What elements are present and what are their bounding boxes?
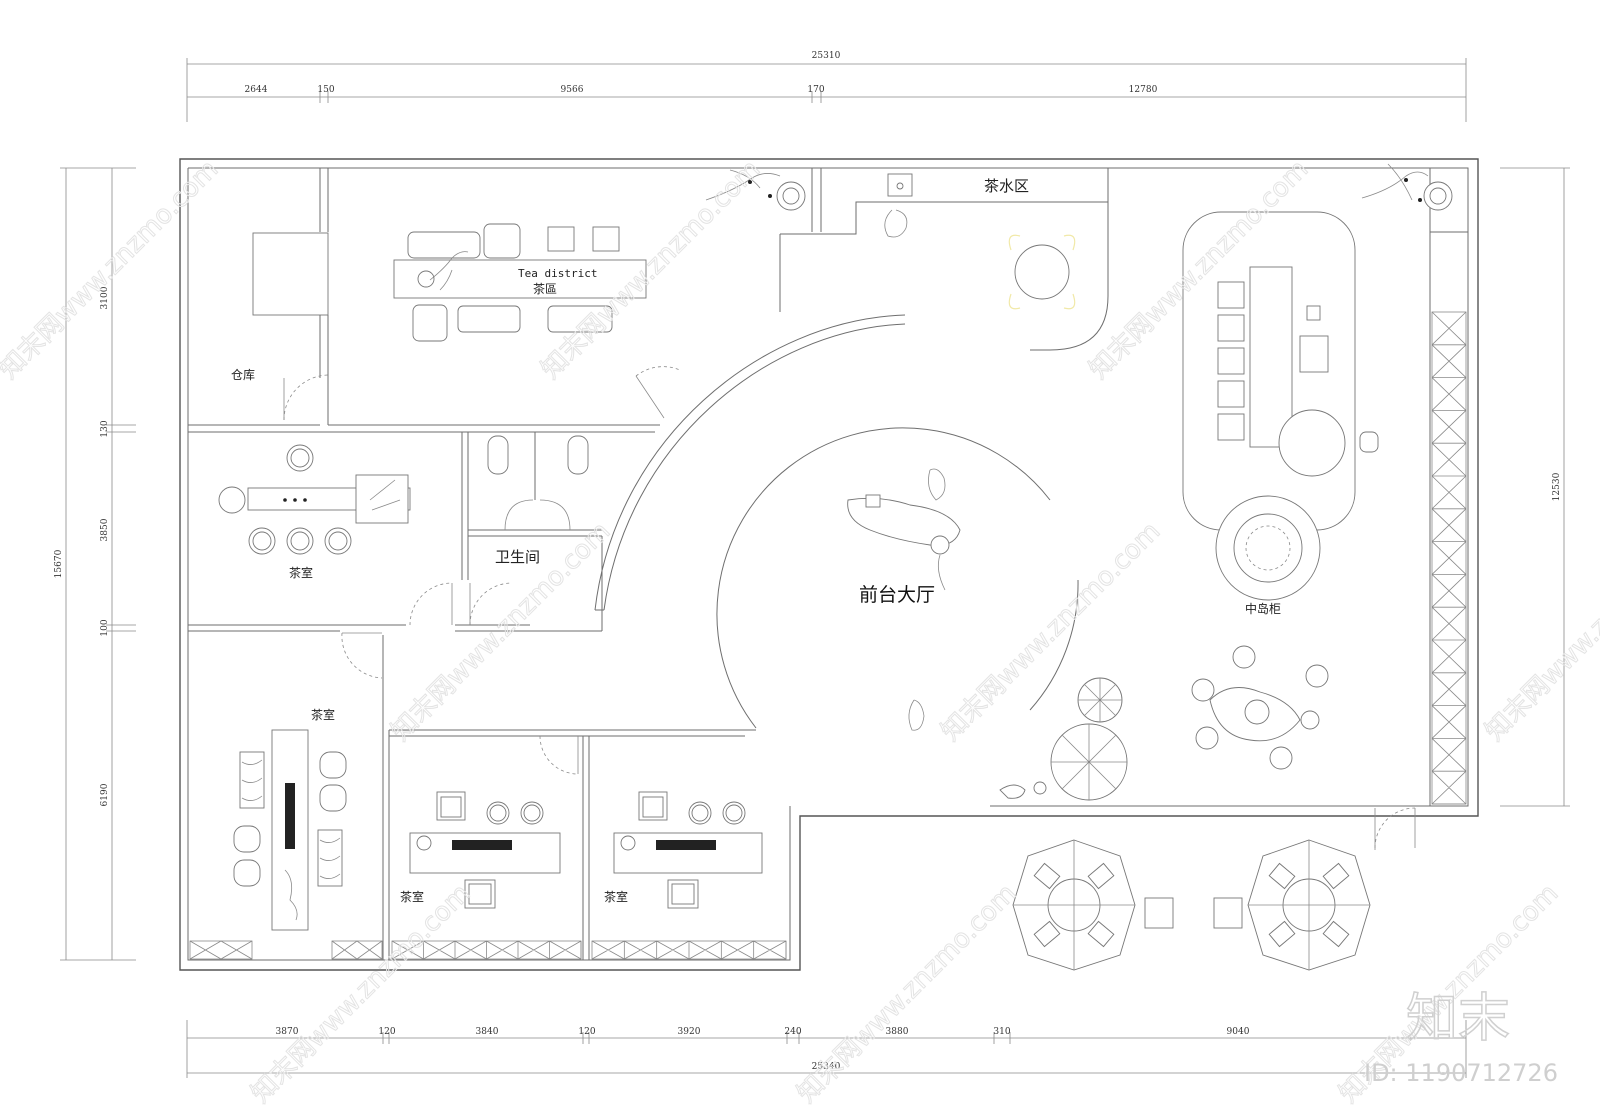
dim-bottom-2: 120: [378, 1027, 395, 1037]
label-tea-room-a: 茶室: [289, 565, 313, 580]
dim-left-3: 3850: [100, 518, 110, 541]
right-display-furniture: [1182, 211, 1379, 601]
dim-left-2: 130: [100, 420, 110, 437]
corner-plants: [705, 163, 1453, 211]
lobby-circle: [716, 427, 1079, 729]
watermark-logo: 知末: [1406, 989, 1510, 1049]
curved-wall: [594, 314, 906, 611]
dim-left-5: 6190: [100, 783, 110, 806]
label-tea-water-area: 茶水区: [984, 177, 1029, 195]
label-lobby: 前台大厅: [859, 584, 935, 606]
watermark-id: ID: 1190712726: [1364, 1059, 1558, 1087]
watermark-text: 知末网www.znzmo.com: [1480, 516, 1600, 747]
dim-top-4: 170: [807, 85, 824, 95]
dim-left-total: 15670: [54, 549, 64, 578]
label-tea-room-c: 茶室: [400, 889, 424, 904]
label-tea-room-b: 茶室: [311, 707, 335, 722]
dim-top-5: 12780: [1129, 85, 1158, 95]
tea-room-c-furniture: [409, 791, 561, 909]
tea-room-d-furniture: [613, 791, 763, 909]
watermark-text: 知末网www.znzmo.com: [792, 878, 1023, 1109]
dim-left-4: 100: [100, 619, 110, 636]
dim-top-3: 9566: [561, 85, 584, 95]
lobby-furniture: [847, 468, 961, 731]
doors: [283, 366, 1416, 850]
tea-room-b-furniture: [233, 729, 347, 931]
dim-bottom-8: 310: [993, 1027, 1010, 1037]
dim-top-total: 25310: [812, 51, 841, 61]
dim-bottom-9: 9040: [1227, 1027, 1250, 1037]
patio-tables: [1012, 839, 1371, 971]
label-island-cabinet: 中岛柜: [1245, 601, 1281, 616]
walls: [179, 158, 1479, 971]
outdoor-furniture: [999, 645, 1329, 801]
dimension-lines: 25310 2644 150 9566 170 12780 3870 120 3…: [54, 51, 1570, 1078]
restroom-fixtures: [487, 435, 589, 475]
tea-water-furniture: [884, 173, 1076, 310]
dim-bottom-total: 25340: [812, 1062, 841, 1072]
dim-top-2: 150: [317, 85, 334, 95]
room-labels: 仓库 Tea district 茶區 茶水区 茶室 卫生间 前台大厅 中岛柜 茶…: [231, 177, 1281, 904]
dim-bottom-1: 3870: [276, 1027, 299, 1037]
tea-room-a-furniture: [218, 444, 411, 555]
label-tea-district-en: Tea district: [518, 267, 597, 280]
dim-top-1: 2644: [245, 85, 268, 95]
dim-bottom-5: 3920: [678, 1027, 701, 1037]
dim-right-total: 12530: [1552, 472, 1562, 501]
dim-bottom-7: 3880: [886, 1027, 909, 1037]
label-tea-room-d: 茶室: [604, 889, 628, 904]
watermark-text: 知末网www.znzmo.com: [936, 516, 1167, 747]
dim-bottom-6: 240: [784, 1027, 801, 1037]
label-storage: 仓库: [231, 367, 255, 382]
dim-bottom-4: 120: [578, 1027, 595, 1037]
window-strips: [189, 311, 1467, 960]
dim-left-1: 3100: [100, 286, 110, 309]
label-restroom: 卫生间: [495, 548, 540, 566]
tea-district-furniture: [393, 223, 647, 342]
label-tea-district-cn: 茶區: [533, 281, 557, 296]
dim-bottom-3: 3840: [476, 1027, 499, 1037]
